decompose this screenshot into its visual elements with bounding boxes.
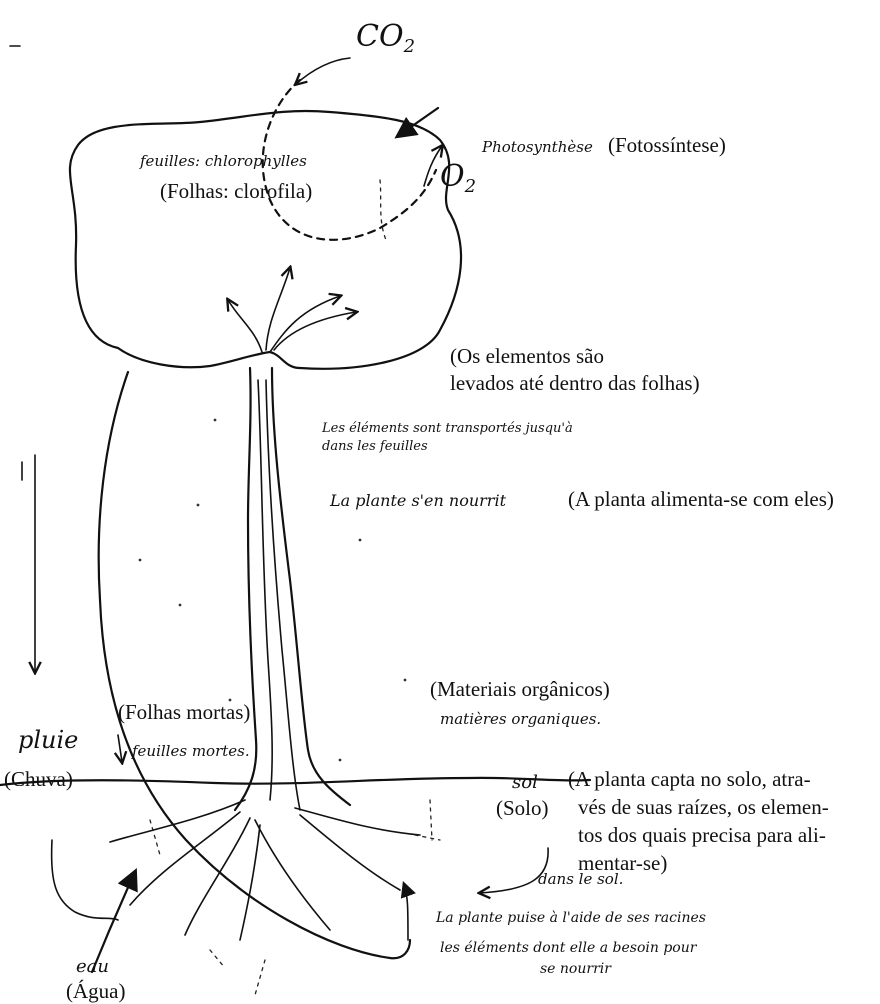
o2-label: O2 [440, 159, 476, 197]
elementos-label-line1: (Os elementos são [450, 344, 604, 368]
elementos-label-line2: levados até dentro das folhas) [450, 371, 700, 395]
puise-hand-line2: les éléments dont elle a besoin pour [440, 940, 698, 956]
nourrit-hand: La plante s'en nourrit [329, 491, 507, 510]
root-4 [300, 815, 400, 890]
root-7 [255, 820, 330, 930]
root-1 [110, 800, 245, 842]
solo-label: (Solo) [496, 796, 549, 820]
eau-hand: eau [76, 956, 109, 977]
fotossintese-label: (Fotossíntese) [608, 133, 726, 157]
sap-line-1 [258, 380, 272, 800]
faint-mark-4 [210, 950, 225, 968]
folhas-mortas-label: (Folhas mortas) [118, 700, 250, 724]
puise-hand-line3: se nourrir [540, 961, 612, 977]
alimenta-label: (A planta alimenta-se com eles) [568, 487, 834, 511]
faint-mark-1 [380, 180, 386, 240]
dans-le-sol-hand: dans le sol. [538, 870, 623, 888]
faint-mark-3 [430, 800, 432, 840]
elements-hand-line2: dans les feuilles [322, 439, 428, 454]
materiais-organicos-label: (Materiais orgânicos) [430, 677, 610, 701]
faint-mark-5 [255, 960, 265, 995]
capta-label-line1: (A planta capta no solo, atra- [568, 767, 811, 791]
root-5 [295, 808, 420, 835]
water-path [52, 840, 118, 920]
elements-hand-line1: Les éléments sont transportés jusqu'à [321, 421, 573, 436]
co2-arrow-head [296, 58, 350, 84]
pluie-hand: pluie [18, 726, 78, 754]
sol-hand: sol [512, 772, 538, 793]
root-3 [185, 818, 250, 935]
root-6 [240, 825, 260, 940]
matieres-organiques-hand: matières organiques. [440, 710, 601, 728]
faint-mark-6 [415, 835, 440, 840]
chuva-label: (Chuva) [4, 767, 73, 791]
co2-label: CO2 [356, 19, 415, 57]
sap-arrow-1 [228, 300, 262, 352]
feuilles-mortes-hand: feuilles mortes. [131, 742, 250, 760]
feuilles-chlorophylles-hand: feuilles: chlorophylles [139, 152, 307, 170]
sap-line-2 [266, 380, 300, 810]
root-2 [130, 812, 240, 905]
tree-canopy [70, 111, 461, 369]
capta-label-line3: tos dos quais precisa para ali- [578, 823, 826, 847]
agua-label: (Água) [66, 979, 125, 1003]
capta-label-line2: vés de suas raízes, os elemen- [578, 795, 829, 819]
puise-hand-line1: La plante puise à l'aide de ses racines [435, 910, 706, 926]
photosynthese-hand: Photosynthèse [481, 138, 593, 156]
cycle-curve-arrow [404, 884, 408, 940]
faint-mark-2 [150, 820, 160, 855]
fall-arrow-feuilles-mortes [118, 735, 122, 762]
folhas-clorofila-label: (Folhas: clorofila) [160, 179, 312, 203]
